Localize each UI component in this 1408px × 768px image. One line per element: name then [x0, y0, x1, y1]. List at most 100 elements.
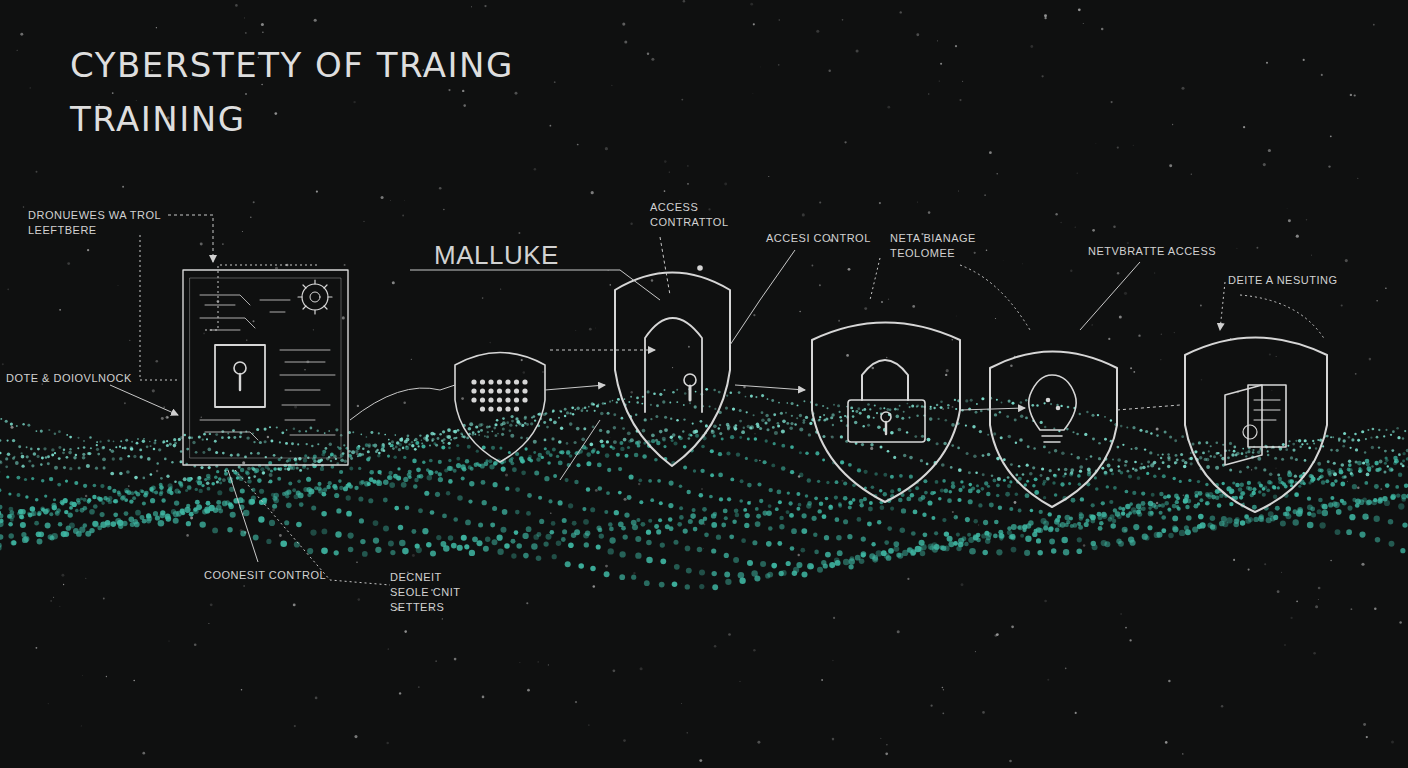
particle: [515, 424, 517, 426]
particle: [564, 408, 567, 411]
particle: [867, 424, 870, 427]
particle: [416, 467, 421, 472]
particle: [1174, 461, 1177, 464]
particle: [1126, 426, 1128, 428]
particle: [786, 422, 789, 425]
particle: [664, 428, 668, 432]
speck: [833, 617, 835, 619]
particle: [325, 447, 328, 450]
particle: [1391, 449, 1394, 452]
particle: [150, 473, 153, 476]
particle: [378, 432, 380, 434]
particle: [982, 454, 985, 457]
speck: [1361, 563, 1364, 566]
particle: [863, 470, 867, 474]
speck: [354, 735, 357, 738]
speck: [203, 332, 205, 334]
speck: [1172, 124, 1173, 125]
particle: [37, 455, 40, 458]
particle: [1354, 433, 1357, 436]
particle: [69, 467, 72, 470]
speck: [1277, 590, 1280, 593]
particle: [1007, 476, 1010, 479]
particle: [448, 442, 451, 445]
speck: [1113, 225, 1116, 228]
particle: [1135, 447, 1138, 450]
particle: [981, 487, 985, 491]
particle: [1078, 482, 1081, 485]
particle: [411, 441, 413, 443]
particle: [1010, 463, 1013, 466]
particle: [180, 450, 182, 452]
particle: [980, 410, 983, 413]
particle: [1014, 492, 1018, 496]
particle: [899, 474, 903, 478]
speck: [864, 307, 867, 310]
particle: [214, 475, 218, 479]
speck: [1055, 213, 1057, 215]
particle: [1206, 465, 1210, 469]
particle: [1384, 462, 1387, 465]
speck: [316, 191, 318, 193]
particle: [508, 451, 511, 454]
speck: [1182, 753, 1183, 754]
particle: [993, 479, 997, 483]
particle: [809, 422, 812, 425]
particle: [887, 450, 890, 453]
particle: [764, 421, 767, 424]
particle: [257, 452, 260, 455]
particle: [581, 409, 584, 412]
particle: [96, 441, 98, 443]
particle: [100, 484, 104, 488]
particle: [899, 405, 901, 407]
particle: [246, 436, 249, 439]
speck: [315, 697, 318, 700]
particle: [855, 410, 858, 413]
particle: [591, 402, 594, 405]
particle: [1157, 454, 1159, 456]
particle: [1122, 444, 1124, 446]
particle: [339, 470, 343, 474]
particle: [777, 422, 780, 425]
particle: [37, 512, 41, 516]
particle: [736, 452, 740, 456]
particle: [1054, 493, 1058, 497]
speck: [1347, 480, 1349, 482]
particle: [1156, 434, 1159, 437]
particle: [650, 404, 652, 406]
particle: [909, 406, 911, 408]
particle: [552, 411, 554, 413]
particle: [1180, 453, 1183, 456]
speck: [1111, 101, 1113, 103]
speck: [1160, 359, 1162, 361]
particle: [438, 473, 442, 477]
particle: [688, 437, 691, 440]
particle: [187, 477, 192, 482]
speck: [129, 340, 130, 341]
particle: [438, 460, 442, 464]
particle: [269, 473, 273, 477]
particle: [254, 468, 259, 473]
particle: [506, 421, 509, 424]
particle: [970, 399, 973, 402]
particle: [179, 460, 182, 463]
particle: [1252, 451, 1254, 453]
speck: [683, 0, 686, 2]
particle: [657, 479, 661, 483]
particle: [1298, 485, 1301, 488]
particle: [270, 469, 273, 472]
speck: [81, 674, 83, 676]
particle: [531, 416, 533, 418]
particle: [1092, 438, 1095, 441]
particle: [625, 454, 629, 458]
particle: [41, 479, 44, 482]
particle: [359, 480, 364, 485]
particle: [487, 431, 489, 433]
particle: [502, 427, 505, 430]
particle: [641, 403, 643, 405]
speck: [403, 401, 406, 404]
speck: [404, 630, 407, 633]
particle: [745, 396, 747, 398]
particle: [414, 448, 417, 451]
particle: [781, 466, 786, 471]
